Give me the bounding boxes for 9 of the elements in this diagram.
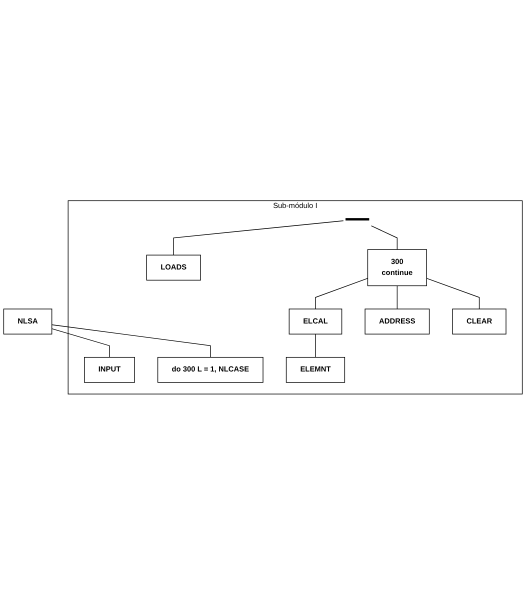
connector <box>315 278 368 310</box>
node-bar <box>346 218 370 221</box>
connector <box>52 324 211 358</box>
connector <box>52 328 110 358</box>
connector <box>426 278 480 310</box>
connector <box>370 226 398 250</box>
connector <box>396 286 398 310</box>
connector <box>173 220 344 256</box>
connector <box>315 334 316 358</box>
